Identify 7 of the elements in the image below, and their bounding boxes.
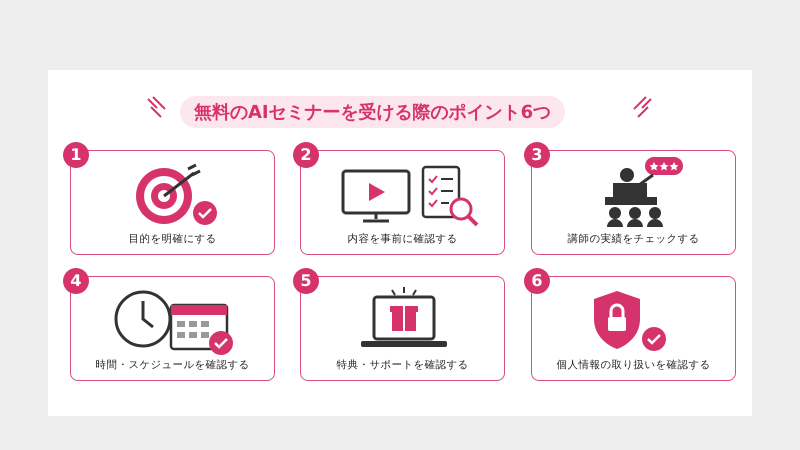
card-caption: 個人情報の取り扱いを確認する <box>556 358 712 372</box>
title-banner: 無料のAIセミナーを受ける際のポイント6つ <box>180 96 566 128</box>
card-caption: 講師の実績をチェックする <box>566 232 700 246</box>
card-caption: 時間・スケジュールを確認する <box>94 358 250 372</box>
card-caption: 特典・サポートを確認する <box>336 358 470 372</box>
card-caption: 内容を事前に確認する <box>346 232 458 246</box>
card-caption: 目的を明確にする <box>128 232 218 246</box>
